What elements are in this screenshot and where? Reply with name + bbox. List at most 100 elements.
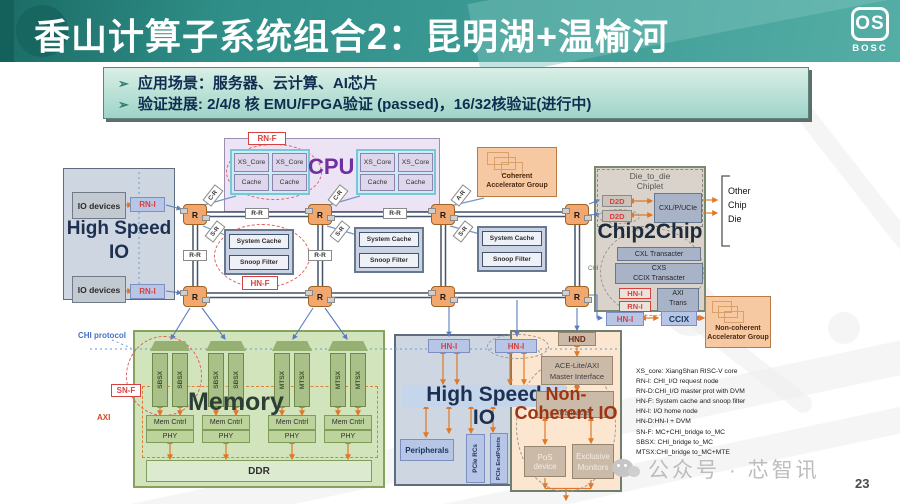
phy-box: PHY [268, 430, 316, 443]
hsio-left-title-line1: High Speed [66, 218, 172, 239]
accelerator-stack-icon [494, 157, 516, 170]
snoop-filter-box: Snoop Filter [229, 255, 289, 270]
mem-cntrl-box: Mem Cntrl [324, 415, 372, 430]
hsio-bottom-bar [402, 385, 566, 407]
legend-line: RN-D:CHI_I/O master prot with DVM [636, 388, 745, 396]
axi-protocol-label: AXI [97, 413, 111, 422]
memory-funnel [206, 341, 246, 351]
legend-box: XS_core: XiangShan RISC-V core RN-I: CHI… [636, 367, 772, 458]
pcie-rcs-label: PCIe RCs [472, 444, 479, 473]
ccix-box: CCIX [661, 311, 697, 326]
memory-funnel [328, 341, 368, 351]
bullet-marker: ➢ [118, 76, 129, 91]
sbsx-label: SBSX [176, 371, 184, 389]
ring-node: R [180, 286, 210, 307]
noncoh-io-title-line2: Coherent IO [514, 403, 618, 423]
hnf-label: HN-F [242, 276, 278, 290]
hsio-left-title-line2: IO [108, 242, 130, 263]
bullet-text-verification: 验证进展: 2/4/8 核 EMU/FPGA验证 (passed)，16/32核… [137, 96, 592, 113]
ccix-transacter-label: CCIX Transacter [633, 275, 685, 282]
ace-lite-axi-box: ACE-Lite/AXI Master Interface [541, 356, 613, 385]
system-cache-box: System Cache [229, 234, 289, 249]
hnd-box: HND [558, 332, 596, 346]
sbsx-label: SBSX [156, 371, 164, 389]
hsio-bottom-title-line1: High Speed [426, 383, 542, 406]
axi-label: AXI [672, 290, 684, 297]
mem-cntrl-box: Mem Cntrl [268, 415, 316, 430]
peripherals-box: Peripherals [400, 439, 454, 461]
accelerator-stack-icon [724, 311, 744, 323]
accelerator-stack-icon [501, 162, 523, 175]
rni-box: RN-I [130, 284, 165, 299]
memory-funnel [272, 341, 312, 351]
noncoh-io-title-line1: Non- [545, 384, 587, 404]
sbsx-label: SBSX [212, 371, 220, 389]
pcie-rcs-box: PCIe RCs [466, 434, 485, 483]
pcie-endpoints-box: PCIe EndPoints [490, 433, 508, 484]
bosc-logo-icon: OS [851, 7, 889, 41]
pos-device-box: PoS device [524, 446, 566, 477]
ring-link-label: R-R [308, 250, 332, 261]
transacter-label: Transacter [558, 410, 592, 417]
chip2chip-dashed-ellipse [600, 228, 704, 316]
title-bar: 香山计算子系统组合2：昆明湖+温榆河 OS BOSC [0, 0, 900, 79]
bullet-line: ➢ 验证进展: 2/4/8 核 EMU/FPGA验证 (passed)，16/3… [118, 94, 794, 115]
ring-node: R [562, 204, 592, 225]
coherent-accelerator-region [477, 147, 557, 197]
coherent-acc-label-line1: Coherent [501, 173, 533, 180]
sbsx-bridge: SBSX [208, 353, 224, 407]
d2d-dashed-ellipse [598, 209, 640, 224]
exclusive-monitors-box: Exclusive Monitors [572, 444, 614, 479]
die-to-die-label-line2: Chiplet [636, 181, 664, 191]
ddr-bar: DDR [146, 460, 372, 482]
cache-box: Cache [398, 174, 433, 191]
cache-box: Cache [360, 174, 395, 191]
die-to-die-dashed-box [597, 169, 703, 227]
axi-trans-box: AXI Trans [657, 288, 699, 312]
accelerator-stack-icon [712, 301, 732, 313]
cpu-title: CPU [308, 154, 355, 179]
cxl-transacter-box: CXL Transacter [617, 247, 701, 261]
watermark-pcb-pad [828, 312, 860, 344]
legend-line: HN-D:HN-I + DVM [636, 418, 691, 426]
pcie-endpoints-label: PCIe EndPoints [496, 436, 502, 481]
legend-line: HN-F: System cache and snoop filter [636, 398, 746, 406]
other-chip-die-line3: Die [728, 214, 742, 224]
sbsx-bridge: SBSX [228, 353, 244, 407]
mtsx-bridge: MTSX [330, 353, 346, 407]
accelerator-stack-icon [718, 306, 738, 318]
xs-core-box: XS_Core [234, 153, 269, 172]
chi-label: CHI [588, 266, 599, 272]
legend-line: RN-I: CHI_I/O request node [636, 378, 719, 386]
legend-line: XS_core: XiangShan RISC-V core [636, 368, 738, 375]
bullet-marker: ➢ [118, 97, 129, 112]
chip2chip-title: Chip2Chip [597, 220, 703, 243]
noncoherent-acc-label-line2: Accelerator Group [707, 334, 769, 341]
ace-label-line1: ACE-Lite/AXI [554, 361, 600, 370]
title-bar-circle [16, 5, 68, 57]
xs-core-box: XS_Core [272, 153, 307, 172]
mtsx-label: MTSX [334, 370, 342, 390]
page-title: 香山计算子系统组合2：昆明湖+温榆河 [34, 16, 670, 57]
hni-box: HN-I [428, 339, 470, 353]
ring-node: R [305, 204, 335, 225]
mem-cntrl-box: Mem Cntrl [202, 415, 250, 430]
system-cache-box: System Cache [482, 231, 542, 246]
page-number: 23 [855, 476, 870, 491]
rni-box: RN-I [130, 197, 165, 212]
sbsx-bridge: SBSX [152, 353, 168, 407]
io-devices-box: IO devices [72, 192, 126, 219]
mtsx-bridge: MTSX [274, 353, 290, 407]
snf-label: SN-F [111, 384, 141, 397]
phy-box: PHY [324, 430, 372, 443]
phy-box: PHY [146, 430, 194, 443]
mtsx-label: MTSX [354, 370, 362, 390]
title-bar-edge [0, 0, 14, 62]
ring-node: R [305, 286, 335, 307]
hni-inner-box: HN-I [619, 288, 651, 299]
legend-line: MTSX:CHI_bridge to_MC+MTE [636, 448, 730, 456]
other-chip-die-line2: Chip [728, 200, 747, 210]
cxs-label: CXS [651, 265, 667, 272]
watermark-text: 公众号 · 芯智讯 [648, 459, 820, 482]
